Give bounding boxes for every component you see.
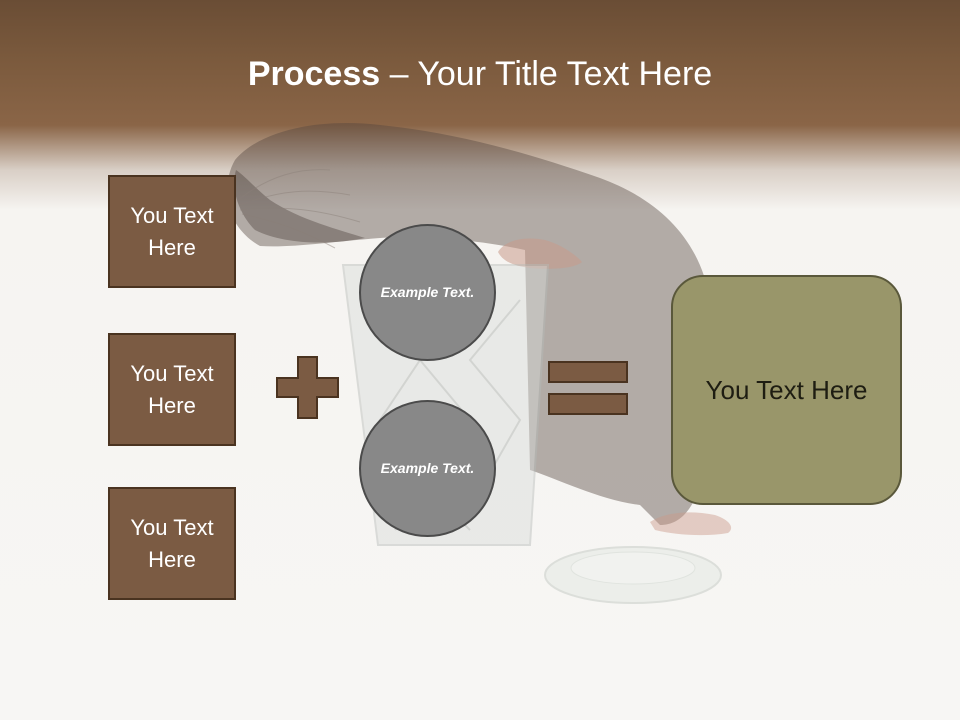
title-bold: Process	[247, 55, 381, 93]
text-box-3[interactable]: You Text Here	[108, 487, 236, 600]
example-circle-2[interactable]: Example Text.	[359, 400, 496, 537]
equals-icon	[548, 361, 628, 415]
example-circle-1[interactable]: Example Text.	[359, 224, 496, 361]
slide-title: Process – Your Title Text Here	[0, 52, 960, 96]
result-box[interactable]: You Text Here	[671, 275, 902, 505]
rat-image	[227, 123, 732, 536]
title-rest: – Your Title Text Here	[380, 55, 713, 93]
text-box-2[interactable]: You Text Here	[108, 333, 236, 446]
text-box-1[interactable]: You Text Here	[108, 175, 236, 288]
glass-dish-image	[544, 546, 722, 604]
plus-icon	[276, 356, 339, 419]
